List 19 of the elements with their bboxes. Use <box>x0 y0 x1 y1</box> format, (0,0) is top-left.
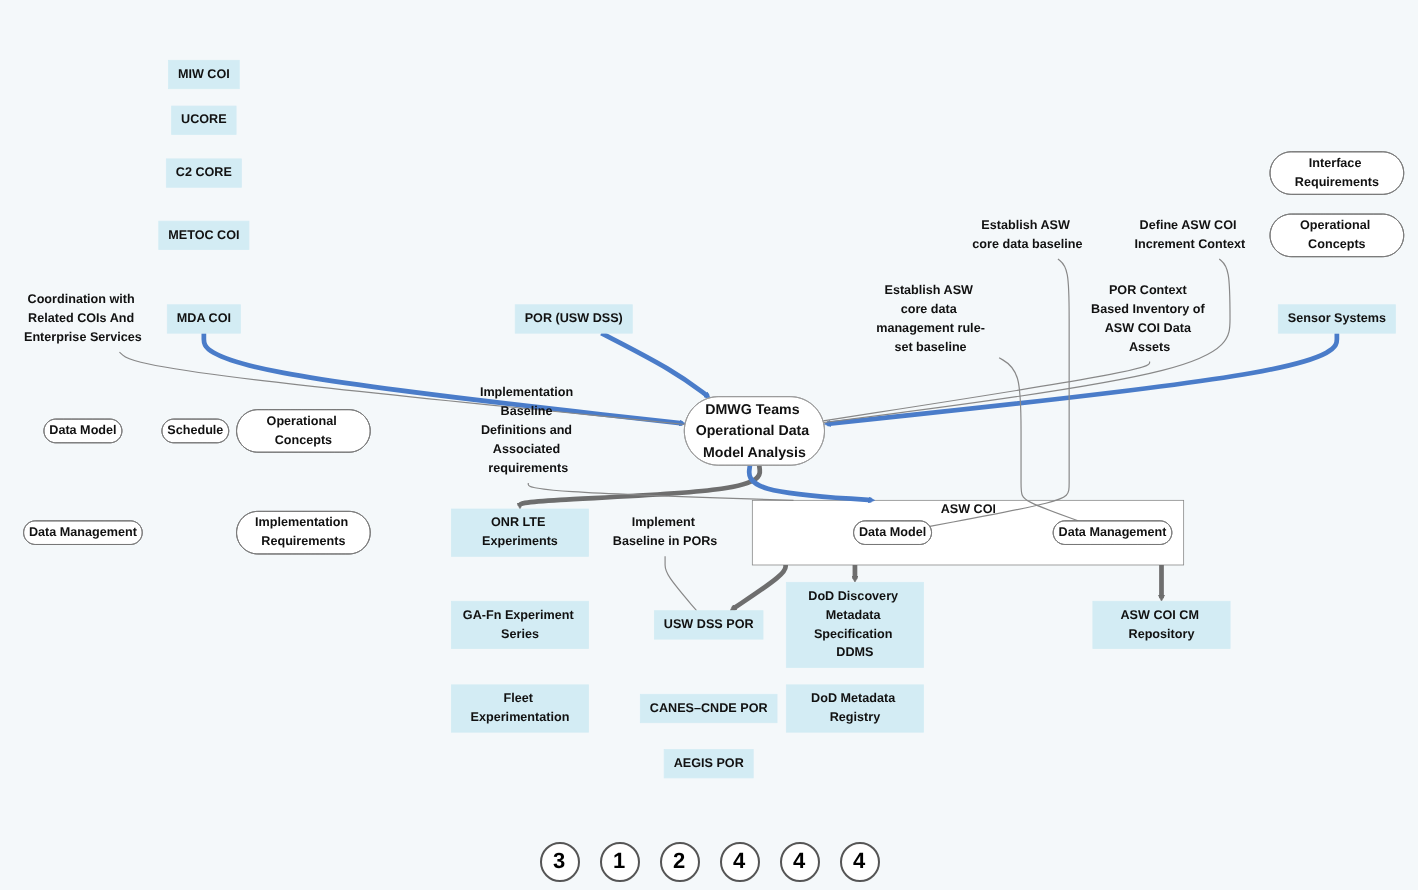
step-number: 4 <box>839 842 879 882</box>
arrow <box>1158 563 1165 602</box>
connector <box>929 258 1070 527</box>
step-number: 4 <box>779 842 819 882</box>
connector <box>998 357 1081 522</box>
step-number: 1 <box>599 842 639 882</box>
arrow <box>600 330 711 399</box>
arrow <box>729 563 788 611</box>
arrow <box>516 465 763 510</box>
connector <box>823 258 1231 423</box>
connector <box>527 482 795 501</box>
step-number: 4 <box>719 842 759 882</box>
arrow <box>746 464 875 504</box>
arrow <box>201 333 686 427</box>
step-number: 2 <box>659 842 699 882</box>
step-number: 3 <box>539 842 579 882</box>
connector <box>118 351 686 425</box>
connector <box>822 360 1151 422</box>
connector <box>664 555 698 612</box>
